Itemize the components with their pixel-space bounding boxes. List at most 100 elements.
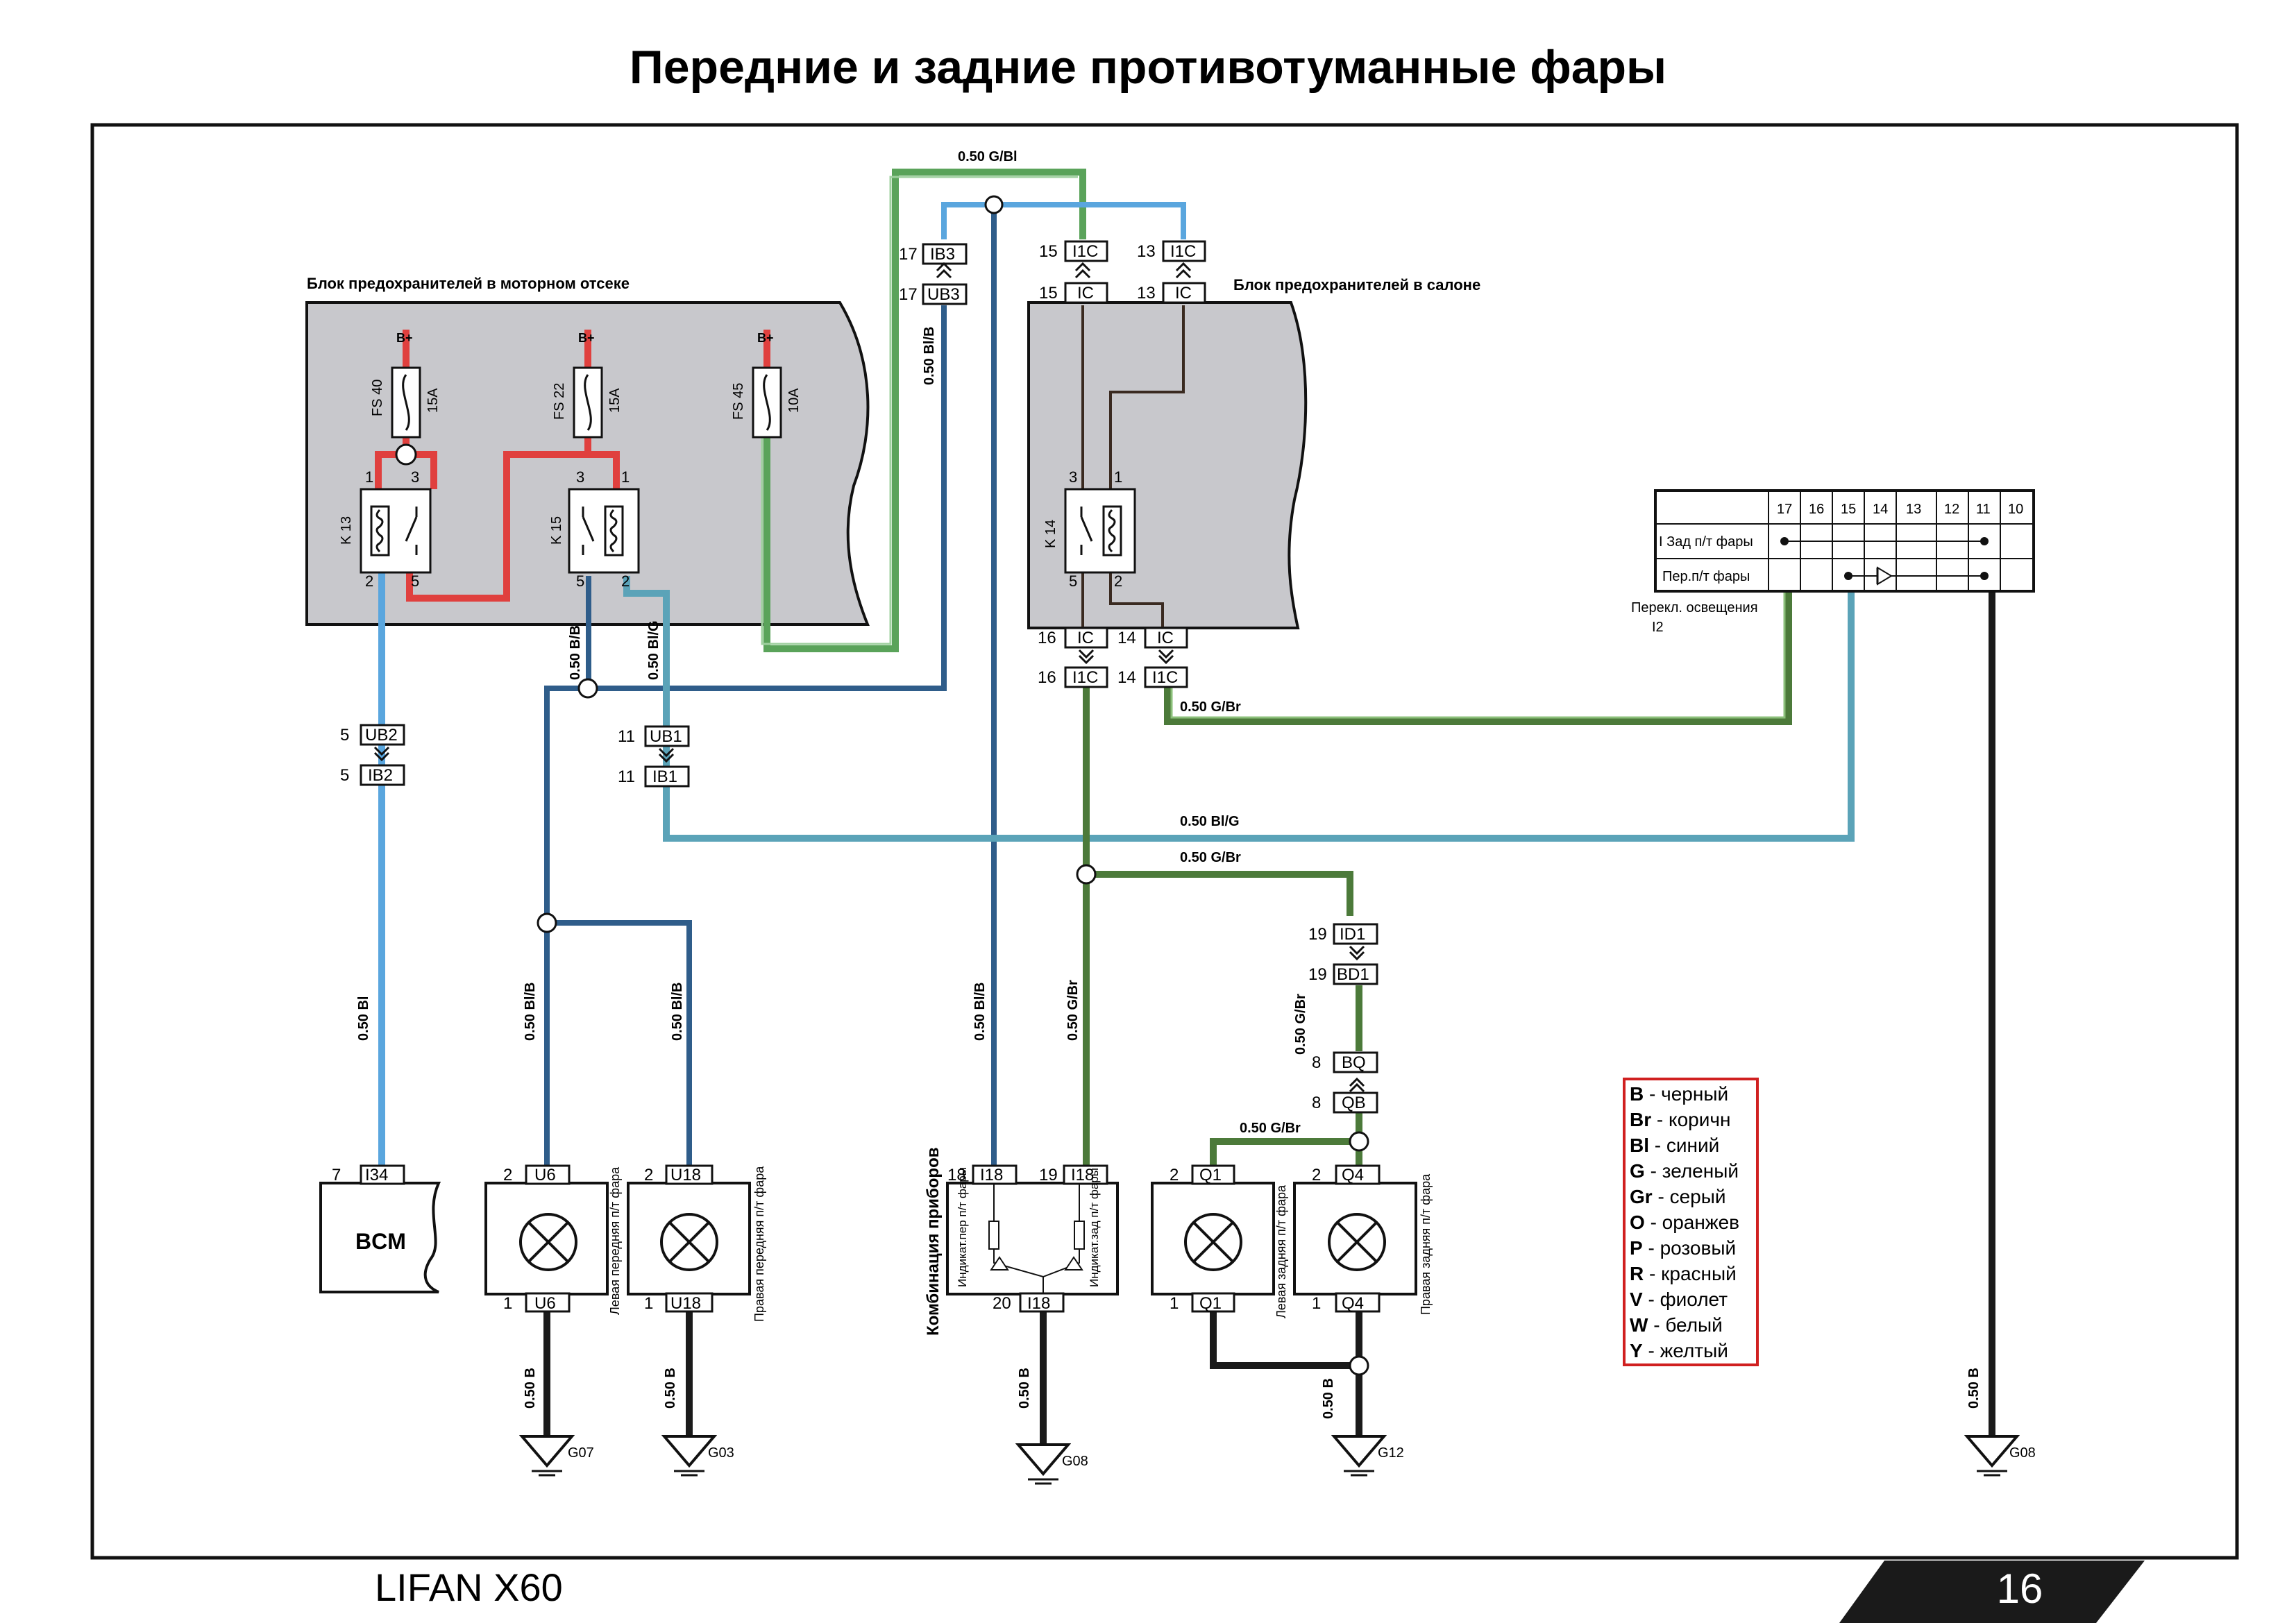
svg-text:V - фиолет: V - фиолет [1630, 1289, 1728, 1310]
svg-text:0.50 B: 0.50 B [1966, 1368, 1982, 1409]
svg-text:0.50 Bl/B: 0.50 Bl/B [922, 327, 937, 385]
cabin-fuse-box: Блок предохранителей в салоне [1027, 276, 1480, 629]
svg-text:R - красный: R - красный [1630, 1263, 1737, 1284]
svg-text:17: 17 [899, 245, 918, 264]
svg-text:G08: G08 [2009, 1445, 2036, 1461]
svg-text:0.50 G/Br: 0.50 G/Br [1180, 699, 1241, 715]
svg-text:FS 22: FS 22 [552, 383, 567, 420]
svg-text:I34: I34 [365, 1166, 388, 1184]
svg-text:IB2: IB2 [368, 766, 393, 785]
svg-text:2: 2 [1170, 1166, 1179, 1184]
svg-text:IB1: IB1 [652, 767, 677, 786]
svg-text:0.50 G/Br: 0.50 G/Br [1293, 994, 1308, 1055]
svg-text:Y - желтый: Y - желтый [1630, 1340, 1728, 1361]
svg-text:IC: IC [1175, 284, 1192, 303]
svg-text:2: 2 [621, 572, 630, 590]
svg-text:10: 10 [2008, 502, 2023, 517]
relay-k14: K 14 3 1 5 2 [1043, 468, 1136, 590]
svg-text:5: 5 [340, 726, 349, 745]
svg-text:14: 14 [1117, 629, 1136, 647]
connector-bd1: BD1 19 [1308, 963, 1378, 985]
svg-text:1: 1 [1114, 468, 1122, 486]
svg-text:UB2: UB2 [365, 726, 398, 745]
grounds: G07 G03 G08 G12 G08 [521, 1435, 2036, 1485]
svg-text:I1C: I1C [1072, 242, 1098, 261]
page-title: Передние и задние противотуманные фары [629, 41, 1667, 94]
wire-green-inner [761, 176, 1078, 645]
svg-text:Q4: Q4 [1342, 1166, 1364, 1184]
svg-text:P - розовый: P - розовый [1630, 1237, 1736, 1259]
wire-labels: 0.50 G/Bl 0.50 Bl/B 0.50 B/B 0.50 Bl/G 0… [356, 149, 1982, 1419]
connector-ic-14: IC 14 [1117, 627, 1188, 649]
svg-text:1: 1 [1170, 1294, 1179, 1313]
ground-g12: G12 [1333, 1435, 1404, 1477]
diagram-frame [90, 123, 2239, 1560]
svg-text:G - зеленый: G - зеленый [1630, 1160, 1739, 1182]
connector-ub2: UB2 5 [340, 724, 405, 746]
svg-text:11: 11 [1976, 502, 1991, 517]
svg-text:I18: I18 [1027, 1294, 1050, 1313]
svg-text:10A: 10A [786, 388, 802, 413]
svg-text:5: 5 [1069, 572, 1077, 590]
svg-text:20: 20 [993, 1294, 1011, 1313]
svg-text:I18: I18 [980, 1166, 1003, 1184]
svg-text:5: 5 [411, 572, 419, 590]
svg-text:11: 11 [618, 727, 635, 746]
svg-text:18: 18 [947, 1166, 966, 1184]
connector-i1c-15: I1C 15 [1039, 240, 1108, 262]
svg-text:Индикат.зад п/т фары: Индикат.зад п/т фары [1088, 1168, 1101, 1287]
svg-text:2: 2 [503, 1166, 512, 1184]
svg-text:IC: IC [1077, 284, 1094, 303]
svg-text:1: 1 [365, 468, 373, 486]
instrument-cluster: I18 18 I18 19 I18 20 Индикат.пер п/т фар… [924, 1148, 1119, 1336]
svg-text:Левая передняя п/т фара: Левая передняя п/т фара [608, 1166, 622, 1315]
svg-text:17: 17 [899, 285, 918, 304]
svg-text:UB3: UB3 [927, 285, 960, 304]
fuse-fs22: B+ FS 22 15A [552, 331, 623, 439]
lighting-switch: 17 16 15 14 13 12 11 10 I Зад п/т фары П… [1631, 489, 2035, 635]
connector-ib3: IB3 17 [899, 243, 968, 265]
svg-text:BCM: BCM [355, 1229, 406, 1254]
svg-text:19: 19 [1308, 925, 1327, 944]
svg-text:13: 13 [1137, 284, 1156, 303]
lamp-rear-right: Q4 2 Q4 1 Правая задняя п/т фара [1293, 1164, 1433, 1315]
svg-text:16: 16 [1038, 629, 1056, 647]
junction-dots [395, 195, 1369, 1376]
svg-text:2: 2 [365, 572, 373, 590]
svg-text:19: 19 [1308, 965, 1327, 984]
connector-ub1: UB1 11 [618, 725, 690, 747]
ground-g08-switch: G08 [1966, 1435, 2036, 1477]
svg-text:Q4: Q4 [1342, 1294, 1364, 1313]
lamp-rear-left: Q1 2 Q1 1 Левая задняя п/т фара [1151, 1164, 1288, 1318]
svg-text:3: 3 [1069, 468, 1077, 486]
svg-text:0.50 B: 0.50 B [523, 1368, 538, 1409]
svg-text:8: 8 [1312, 1053, 1321, 1072]
wires-green-brown-highlight [1170, 590, 1786, 719]
cluster-label: Комбинация приборов [924, 1148, 943, 1336]
svg-text:17: 17 [1777, 502, 1792, 517]
wire-blue-top [941, 202, 1186, 239]
footer-model: LIFAN X60 [375, 1565, 563, 1609]
svg-text:Пер.п/т фары: Пер.п/т фары [1662, 569, 1750, 584]
relay-k15: K 15 3 1 5 2 [549, 468, 640, 590]
svg-text:Q1: Q1 [1199, 1166, 1222, 1184]
svg-text:2: 2 [1312, 1166, 1321, 1184]
fuse-fs40: B+ FS 40 15A [370, 331, 441, 439]
svg-text:UB1: UB1 [650, 727, 682, 746]
wire-blg-k15 [623, 576, 1855, 842]
svg-text:W - белый: W - белый [1630, 1314, 1723, 1336]
svg-text:I1C: I1C [1152, 668, 1178, 687]
svg-text:K 14: K 14 [1043, 520, 1058, 548]
svg-text:Правая передняя п/т фара: Правая передняя п/т фара [752, 1166, 766, 1322]
svg-text:19: 19 [1039, 1166, 1058, 1184]
relay-k13: K 13 1 3 2 5 [339, 468, 432, 590]
svg-text:0.50 G/Br: 0.50 G/Br [1180, 850, 1241, 865]
wire-blb-ub3 [544, 305, 947, 919]
svg-text:0.50 G/Br: 0.50 G/Br [1240, 1121, 1301, 1136]
svg-text:0.50 G/Br: 0.50 G/Br [1065, 980, 1081, 1041]
svg-text:0.50 B: 0.50 B [1017, 1368, 1032, 1409]
svg-text:14: 14 [1873, 502, 1888, 517]
color-legend: B - черный Br - коричн Bl - синий G - зе… [1623, 1078, 1759, 1366]
svg-text:G03: G03 [708, 1445, 734, 1461]
